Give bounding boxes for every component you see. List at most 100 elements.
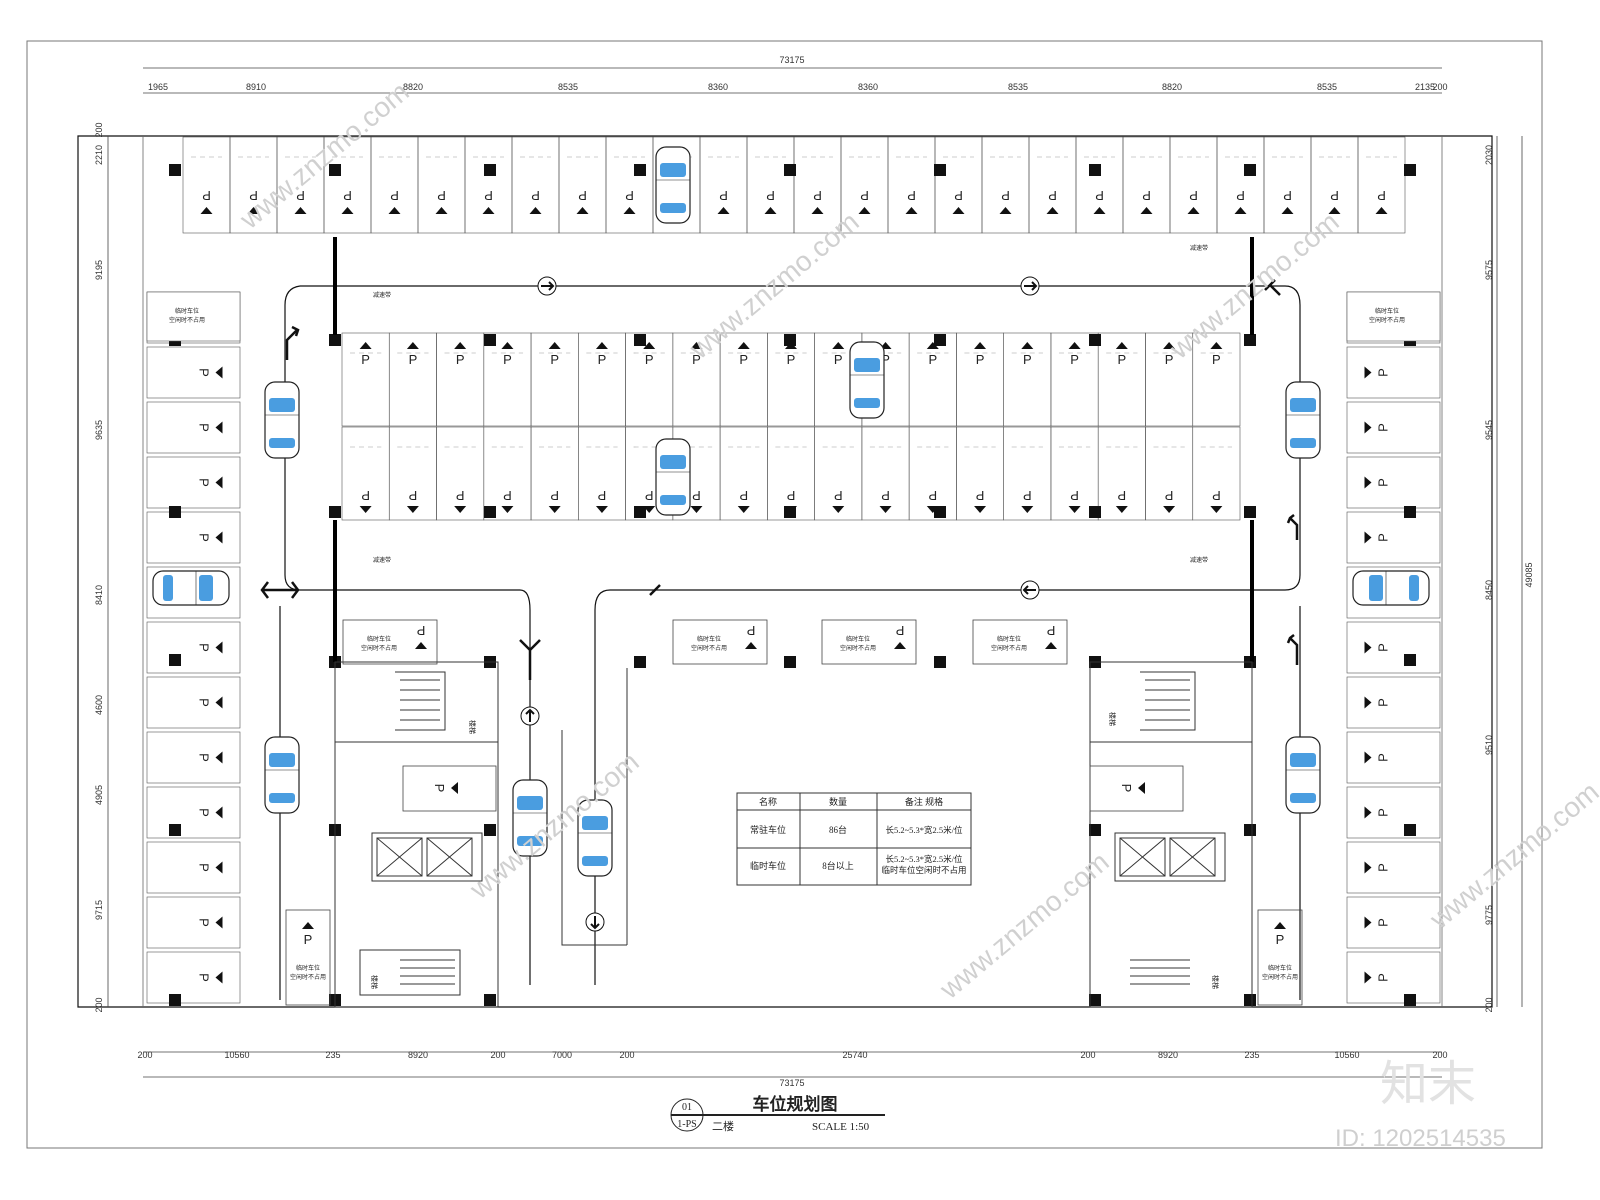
parking-letter: P <box>954 188 963 203</box>
column <box>1404 506 1416 518</box>
sheet-code: 1-PS <box>677 1119 696 1130</box>
parking-letter: P <box>834 352 843 367</box>
parking-symbol: P <box>529 188 542 214</box>
parking-letter: P <box>531 188 540 203</box>
column <box>169 164 181 176</box>
column <box>1244 164 1256 176</box>
parking-symbol: P <box>548 342 561 367</box>
column <box>634 506 646 518</box>
temp-parking-label: 临时车位 <box>997 635 1021 643</box>
parking-symbol: P <box>999 188 1012 214</box>
drawing-number: 01 <box>682 1102 692 1113</box>
parking-letter: P <box>1048 188 1057 203</box>
parking-stall <box>1089 765 1184 812</box>
parking-symbol: P <box>737 342 750 367</box>
parking-letter: P <box>343 188 352 203</box>
temp-parking-label: 空闲时不占用 <box>840 644 876 652</box>
temp-parking-stall <box>972 619 1068 665</box>
legend-header-name: 名称 <box>759 796 777 807</box>
dimension-label: 7000 <box>552 1050 572 1060</box>
parking-letter: P <box>881 352 890 367</box>
parking-stall <box>146 676 241 729</box>
parking-symbol: P <box>1046 188 1059 214</box>
parking-symbol: P <box>548 488 561 513</box>
building-outline <box>77 135 1493 1008</box>
temporary-parking-boxes: 临时车位空闲时不占用P临时车位空闲时不占用P临时车位空闲时不占用P临时车位空闲时… <box>146 291 1441 1006</box>
parking-letter: P <box>739 352 748 367</box>
parking-symbol: P <box>737 488 750 513</box>
parking-stall <box>605 136 654 234</box>
parking-stall <box>1346 621 1441 674</box>
image-id: ID: 1202514535 <box>1335 1125 1506 1152</box>
parking-letter: P <box>625 188 634 203</box>
parking-symbol: P <box>1234 188 1247 214</box>
column <box>329 506 341 518</box>
car-icon <box>152 570 230 606</box>
dimension-label: 9715 <box>94 900 104 920</box>
column <box>934 334 946 346</box>
temp-parking-stall <box>1257 909 1303 1006</box>
parking-stall <box>1122 136 1171 234</box>
parking-symbol: P <box>197 806 223 819</box>
direction-markers <box>260 276 1299 932</box>
parking-symbol: P <box>197 971 223 984</box>
parking-letter: P <box>976 352 985 367</box>
parking-stall <box>1346 456 1441 509</box>
parking-symbol: P <box>1115 342 1128 367</box>
parking-stall <box>370 136 419 234</box>
parking-letter: P <box>1118 488 1127 503</box>
right-total-dimension: 49085 <box>1524 562 1534 587</box>
parking-letter: P <box>928 488 937 503</box>
parking-letter: P <box>692 488 701 503</box>
parking-symbol: P <box>388 188 401 214</box>
temp-parking-label: 空闲时不占用 <box>1369 316 1405 324</box>
parking-symbol: P <box>974 342 987 367</box>
parking-symbol: P <box>1281 188 1294 214</box>
parking-letter: P <box>409 488 418 503</box>
parking-letter: P <box>1023 488 1032 503</box>
parking-letter: P <box>1376 423 1391 432</box>
wall-lines <box>142 136 1443 1007</box>
temp-parking-label: 临时车位 <box>296 964 320 972</box>
parking-letter: P <box>1119 784 1134 793</box>
parking-stall <box>1346 896 1441 949</box>
parking-letter: P <box>550 352 559 367</box>
parking-symbol: P <box>1115 488 1128 513</box>
parking-stall <box>146 731 241 784</box>
car-icon <box>512 779 548 857</box>
parking-symbol: P <box>905 188 918 214</box>
parking-symbol: P <box>1364 861 1391 874</box>
dimension-label: 200 <box>490 1050 505 1060</box>
parking-stall <box>934 136 983 234</box>
dimension-label: 10560 <box>1334 1050 1359 1060</box>
parking-letter: P <box>197 478 212 487</box>
parking-letter: P <box>1070 488 1079 503</box>
column <box>1089 994 1101 1006</box>
parking-stall <box>887 136 936 234</box>
parking-stall <box>1216 136 1265 234</box>
parking-stall <box>1346 951 1441 1004</box>
column <box>934 656 946 668</box>
parking-symbol: P <box>415 623 427 649</box>
parking-letter: P <box>437 188 446 203</box>
structural-columns <box>169 164 1416 1006</box>
parking-symbol: P <box>1045 623 1057 649</box>
column <box>634 334 646 346</box>
parking-letter: P <box>907 188 916 203</box>
column <box>484 334 496 346</box>
parking-letter: P <box>692 352 701 367</box>
dimension-label: 25740 <box>842 1050 867 1060</box>
parking-symbol: P <box>1021 488 1034 513</box>
parking-letter: P <box>456 352 465 367</box>
dimension-label: 9510 <box>1484 735 1494 755</box>
parking-symbol: P <box>1274 922 1286 947</box>
parking-stall <box>1192 332 1241 427</box>
parking-symbol: P <box>406 342 419 367</box>
legend-note-line: 长5.2~5.3*宽2.5米/位 <box>885 854 963 864</box>
car-icon <box>264 736 300 814</box>
parking-symbol: P <box>717 188 730 214</box>
column <box>484 164 496 176</box>
